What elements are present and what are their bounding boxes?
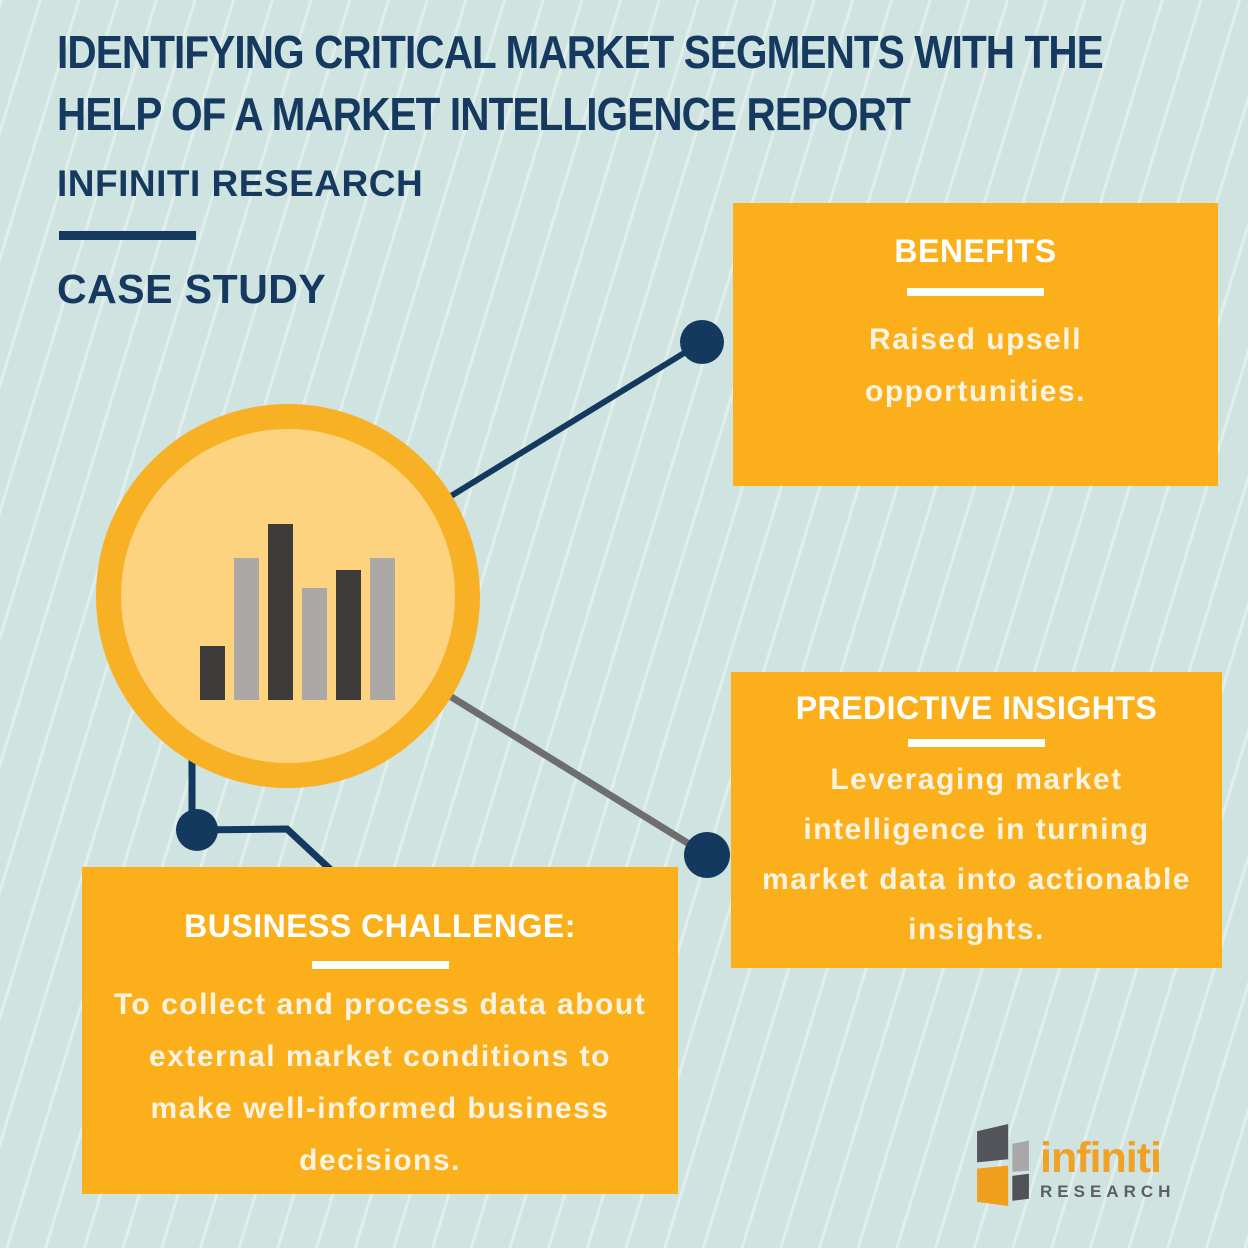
benefits-card: BENEFITS Raised upsell opportunities. xyxy=(733,203,1218,486)
infiniti-research-logo: infiniti RESEARCH xyxy=(977,1124,1175,1207)
logo-pane-bottom-left xyxy=(977,1165,1009,1206)
bar xyxy=(234,558,259,700)
bar-chart-badge xyxy=(96,404,480,788)
doc-type-label: CASE STUDY xyxy=(57,266,327,312)
bar-chart-icon xyxy=(200,524,395,700)
challenge-node-dot xyxy=(176,809,218,851)
logo-wordmark: infiniti xyxy=(1040,1134,1162,1182)
predictive-insights-card-title: PREDICTIVE INSIGHTS xyxy=(795,690,1158,726)
bar xyxy=(370,558,395,700)
logo-pane-top-left xyxy=(977,1124,1009,1163)
business-challenge-card: BUSINESS CHALLENGE: To collect and proce… xyxy=(82,867,678,1194)
business-challenge-card-divider xyxy=(311,961,449,969)
brand-divider xyxy=(59,231,196,240)
benefits-card-body: Raised upsell opportunities. xyxy=(865,323,1086,408)
logo-text: infiniti RESEARCH xyxy=(1040,1134,1176,1202)
masthead: IDENTIFYING CRITICAL MARKET SEGMENTS WIT… xyxy=(57,21,1245,313)
page-title: IDENTIFYING CRITICAL MARKET SEGMENTS WIT… xyxy=(57,26,1104,140)
predictive-insights-card-body: Leveraging market intelligence in turnin… xyxy=(762,763,1191,946)
predictive-insights-card-divider xyxy=(908,739,1045,747)
logo-pane-top-right xyxy=(1012,1140,1029,1172)
logo-pane-bottom-right xyxy=(1012,1173,1029,1201)
logo-subtext: RESEARCH xyxy=(1040,1182,1176,1201)
bar xyxy=(302,588,327,700)
benefits-card-title: BENEFITS xyxy=(894,233,1057,269)
bar xyxy=(268,524,293,700)
predictive-node-dot xyxy=(684,832,730,878)
business-challenge-card-title: BUSINESS CHALLENGE: xyxy=(184,908,576,944)
predictive-insights-card: PREDICTIVE INSIGHTS Leveraging market in… xyxy=(731,672,1222,968)
benefits-card-divider xyxy=(907,288,1044,296)
benefits-node-dot xyxy=(680,320,724,364)
bar xyxy=(200,646,225,700)
logo-mark-icon xyxy=(977,1124,1029,1206)
bar xyxy=(336,570,361,700)
business-challenge-card-body: To collect and process data about extern… xyxy=(113,988,647,1177)
brand-name: INFINITI RESEARCH xyxy=(57,163,424,204)
